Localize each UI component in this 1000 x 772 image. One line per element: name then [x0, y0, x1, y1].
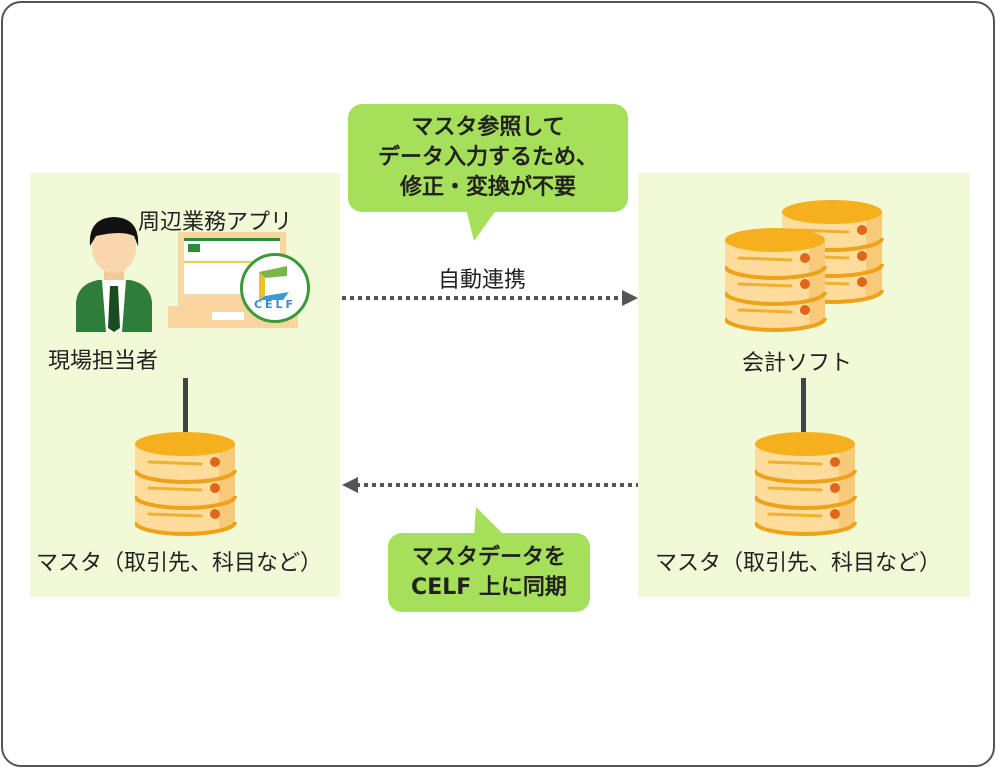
left-master-label: マスタ（取引先、科目など）	[36, 551, 323, 576]
sync-arrow-right	[342, 290, 638, 306]
connector-line	[183, 378, 188, 432]
celf-logo: CELF	[240, 253, 310, 323]
arrow-label: 自動連携	[438, 268, 527, 293]
master-database-icon	[135, 430, 237, 536]
callout-bottom-tail	[474, 507, 504, 535]
connector-line	[801, 378, 806, 432]
person-label: 現場担当者	[48, 349, 159, 374]
callout-bottom-line: マスタデータを	[411, 544, 566, 570]
software-label: 会計ソフト	[742, 351, 853, 376]
accounting-database-icon	[725, 226, 827, 332]
callout-top-tail	[465, 205, 500, 241]
sync-arrow-left	[342, 477, 638, 493]
callout-top: マスタ参照して データ入力するため、 修正・変換が不要	[348, 104, 628, 212]
celf-logo-text: CELF	[253, 298, 297, 311]
right-master-label: マスタ（取引先、科目など）	[655, 551, 942, 576]
callout-top-line: データ入力するため、	[377, 145, 598, 170]
app-label: 周辺業務アプリ	[138, 210, 293, 235]
callout-top-line: 修正・変換が不要	[399, 175, 576, 200]
master-database-icon	[755, 430, 857, 536]
callout-bottom-line: CELF 上に同期	[411, 574, 567, 600]
person-icon	[76, 217, 152, 332]
callout-top-line: マスタ参照して	[411, 115, 565, 140]
callout-bottom: マスタデータを CELF 上に同期	[388, 533, 590, 612]
